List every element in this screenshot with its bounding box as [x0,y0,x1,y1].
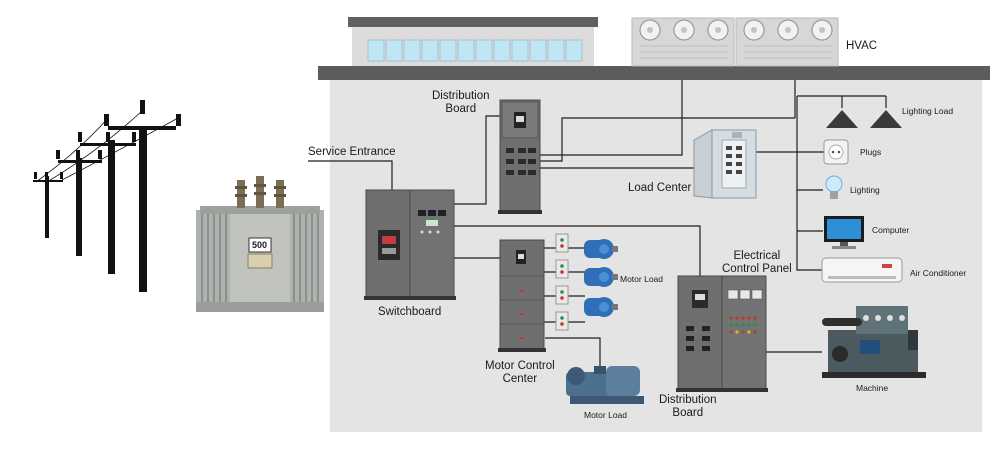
air-conditioner-unit [821,257,903,283]
motor-starters [555,233,569,331]
distribution-board-top-label: Distribution Board [432,90,490,115]
hvac-units [631,17,839,67]
industrial-machine [822,306,926,378]
electrical-control-panel [676,275,768,392]
electrical-control-panel-label: Electrical Control Panel [722,250,792,275]
motor-load-right-label: Motor Load [620,274,663,284]
motor-icons [584,239,618,317]
computer-label: Computer [872,225,910,235]
motor-load-bottom-label: Motor Load [584,410,627,420]
distribution-board-bottom [677,275,723,391]
pump-motor [566,366,644,404]
service-entrance-label: Service Entrance [308,146,396,158]
switchboard-label: Switchboard [378,306,442,318]
light-bulb [825,175,843,199]
motor-control-center-label: Motor Control Center [485,360,555,385]
load-center-panel [693,129,757,199]
switchboard-cabinet [364,189,456,300]
pendant-lights [826,110,902,128]
distribution-board-bottom-label: Distribution Board [659,394,717,419]
motor-control-center-cabinet [498,239,546,352]
hvac-label: HVAC [846,40,878,52]
lighting-label: Lighting [850,185,880,195]
plugs-label: Plugs [860,147,882,157]
air-conditioner-label: Air Conditioner [910,268,967,278]
transformer-badge [248,237,272,253]
transformer-badge-label: 500 [252,240,268,250]
wall-plug [823,139,849,165]
distribution-board-top [498,99,542,214]
computer-monitor [824,216,864,249]
machine-label: Machine [856,383,889,393]
transformer [196,176,324,312]
roof-slab [318,66,990,80]
utility-poles [33,100,181,292]
load-center-label: Load Center [628,182,692,194]
rooftop-structure [348,17,598,66]
lighting-load-label: Lighting Load [902,106,954,116]
